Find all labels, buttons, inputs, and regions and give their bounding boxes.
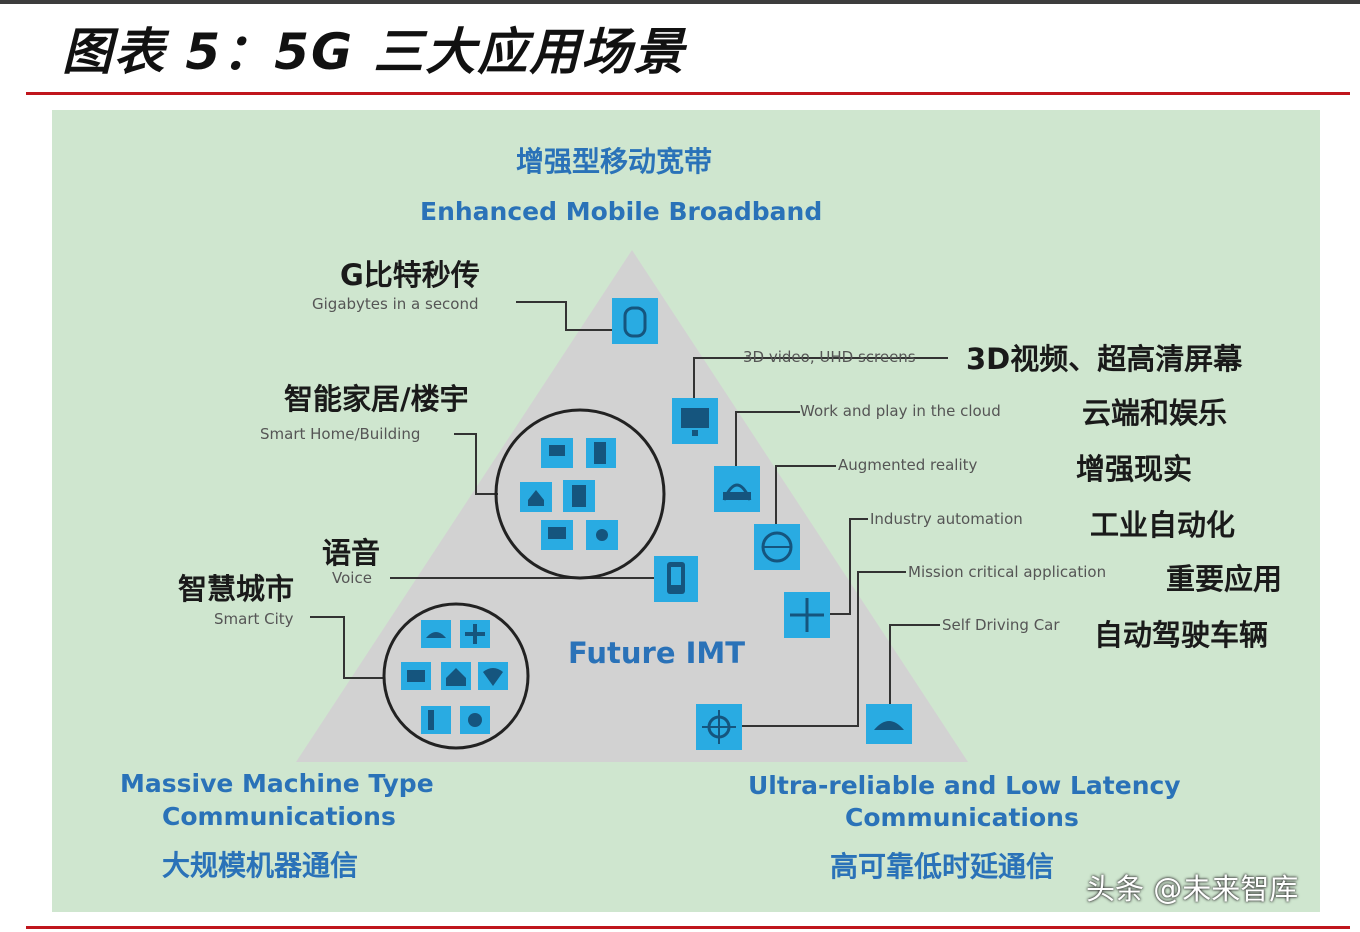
connector-ar [775,465,836,524]
3d-video-label-cn: 3D视频、超高清屏幕 [966,342,1243,376]
database-icon [612,298,658,344]
industry-label-cn: 工业自动化 [1090,508,1236,542]
smart-home-label-cn: 智能家居/楼宇 [284,382,469,416]
voice-label-cn: 语音 [322,536,381,570]
smart-city-label-en: Smart City [214,610,294,628]
ar-label-en: Augmented reality [838,456,978,474]
embb-title-en: Enhanced Mobile Broadband [420,197,823,226]
headset-icon [714,466,760,512]
gigabytes-label-en: Gigabytes in a second [312,295,479,313]
car-icon [866,704,912,744]
self-driving-label-en: Self Driving Car [942,616,1060,634]
title-rule [26,92,1350,95]
connector-mission [742,571,906,727]
cloud-label-cn: 云端和娱乐 [1082,396,1228,430]
target-icon [696,704,742,750]
mission-label-cn: 重要应用 [1166,562,1283,596]
watermark: 头条 @未来智库 [1086,872,1299,906]
ar-label-cn: 增强现实 [1076,452,1193,486]
connector-cloud [735,411,800,466]
connector-smart-city [310,616,384,679]
3d-video-label-en: 3D video, UHD screens [743,348,916,366]
page-title: 图表 5：5G 三大应用场景 [62,23,686,81]
bottom-rule [26,926,1350,929]
smart-home-cluster [494,408,666,580]
top-border [0,0,1360,4]
industry-label-en: Industry automation [870,510,1023,528]
mission-label-en: Mission critical application [908,563,1107,581]
future-imt-label: Future IMT [568,636,746,670]
smart-city-cluster [382,602,530,750]
smart-city-label-cn: 智慧城市 [178,572,295,606]
connector-industry [830,518,868,615]
connector-lines [310,301,948,727]
connector-smart-home [454,433,498,495]
phone-icon [654,556,698,602]
self-driving-label-cn: 自动驾驶车辆 [1094,618,1269,652]
crossroads-icon [784,592,830,638]
embb-title-cn: 增强型移动宽带 [516,145,713,178]
smart-home-label-en: Smart Home/Building [260,425,421,443]
connector-gigabytes [516,301,612,331]
mmtc-title-en-1: Massive Machine Type [120,769,434,798]
urllc-title-cn: 高可靠低时延通信 [830,850,1055,883]
urllc-title-en-1: Ultra-reliable and Low Latency [748,771,1181,800]
mmtc-title-cn: 大规模机器通信 [162,849,359,882]
connector-self-driving [889,624,940,706]
urllc-title-en-2: Communications [845,803,1079,832]
mmtc-title-en-2: Communications [162,802,396,831]
connector-3d-video [693,357,948,398]
cloud-label-en: Work and play in the cloud [800,402,1001,420]
gigabytes-label-cn: G比特秒传 [340,258,480,292]
globe-icon [754,524,800,570]
voice-label-en: Voice [332,569,372,587]
monitor-icon [672,398,718,444]
